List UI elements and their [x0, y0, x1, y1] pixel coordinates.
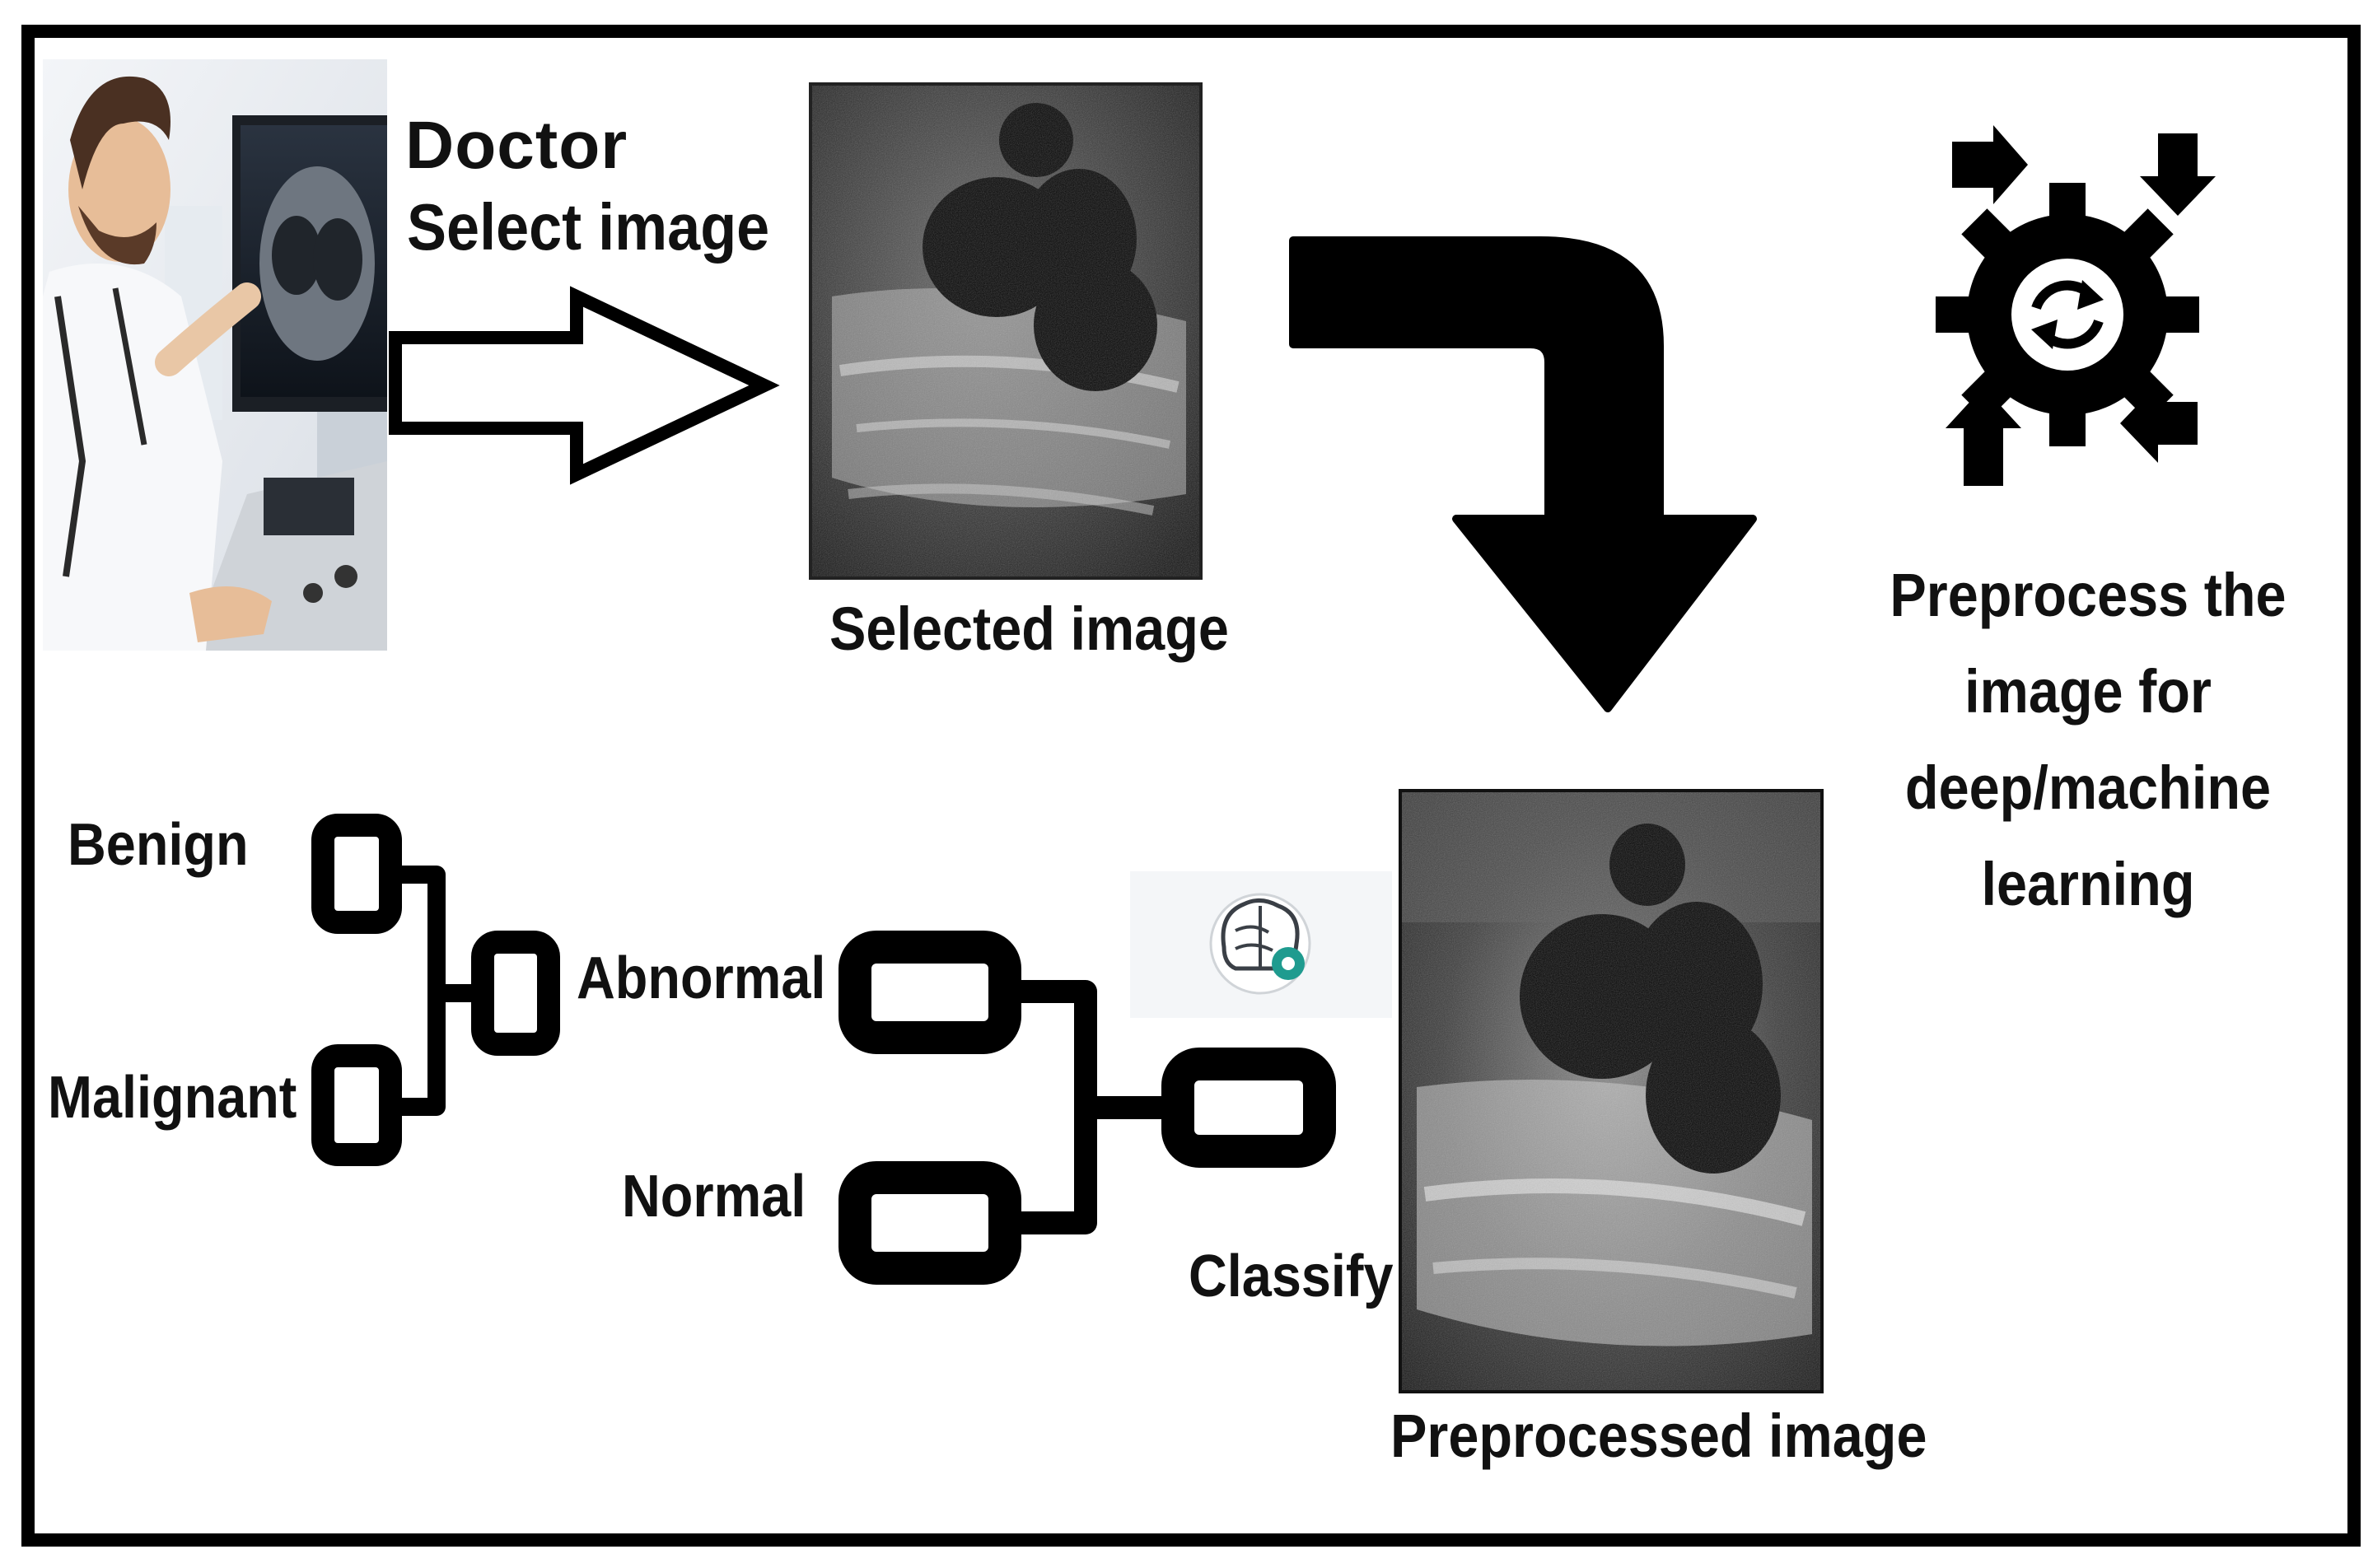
selected-image-label: Selected image [829, 595, 1229, 663]
benign-label: Benign [68, 812, 249, 878]
classify-tree-icon [838, 931, 1336, 1285]
bent-arrow [1289, 236, 1757, 712]
malignant-label: Malignant [48, 1065, 297, 1131]
select-image-label: Select image [407, 190, 770, 264]
preprocess-step-label: Preprocess the image for deep/machine le… [1890, 561, 2287, 918]
outer-frame [21, 25, 2361, 1547]
outline-right-arrow [389, 286, 780, 485]
preprocessed-image-label: Preprocessed image [1390, 1402, 1927, 1470]
doctor-photo [43, 59, 387, 651]
benign-malignant-tree-icon [311, 814, 560, 1166]
selected-image [809, 82, 1203, 580]
brain-gear-icon [1130, 871, 1392, 1018]
classify-label: Classify [1189, 1244, 1394, 1309]
gear-arrows [1946, 125, 2216, 486]
preprocessed-image [1399, 789, 1824, 1393]
doctor-label: Doctor [405, 108, 628, 183]
gear-icon [1936, 183, 2199, 446]
abnormal-label: Abnormal [577, 945, 826, 1011]
normal-label: Normal [622, 1164, 806, 1230]
